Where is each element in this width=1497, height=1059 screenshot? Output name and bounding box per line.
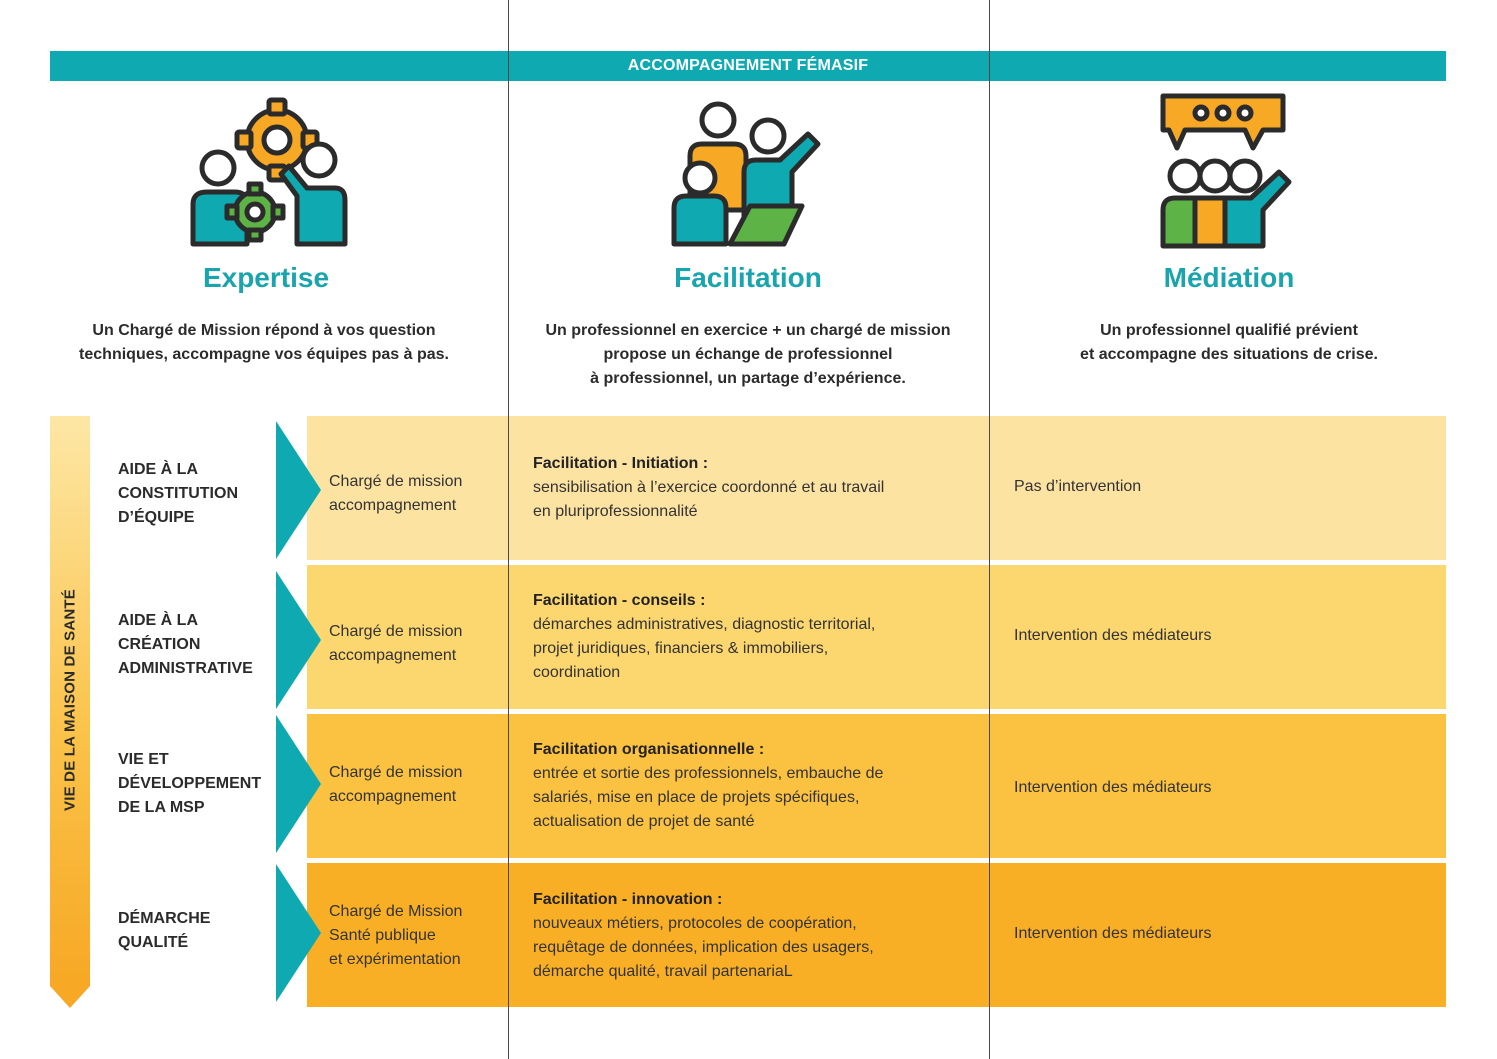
column-desc-facilitation: Un professionnel en exercice + un chargé… — [518, 319, 978, 391]
facilitation-cell: Facilitation - Initiation : sensibilisat… — [533, 452, 953, 524]
desc-line: techniques, accompagne vos équipes pas à… — [79, 346, 449, 363]
facilitation-cell: Facilitation organisationnelle : entrée … — [533, 738, 953, 834]
row-label: AIDE À LA CRÉATION ADMINISTRATIVE — [118, 609, 253, 681]
cell-line: actualisation de projet de santé — [533, 813, 755, 830]
desc-line: Un professionnel qualifié prévient — [1100, 322, 1358, 339]
row-label-line: VIE ET — [118, 751, 169, 768]
cell-line: Chargé de mission — [329, 623, 463, 640]
row-band: Chargé de mission accompagnement Facilit… — [307, 416, 1446, 560]
row-label: AIDE À LA CONSTITUTION D’ÉQUIPE — [118, 458, 238, 530]
expertise-cell: Chargé de mission accompagnement — [329, 620, 462, 668]
row-label-line: CRÉATION — [118, 636, 201, 653]
chevron-right-icon — [276, 864, 321, 1002]
desc-line: à professionnel, un partage d’expérience… — [590, 370, 906, 387]
mediation-cell: Intervention des médiateurs — [1014, 779, 1212, 796]
row-label-line: DÉMARCHE — [118, 910, 211, 927]
facilitation-title: Facilitation - conseils : — [533, 592, 706, 609]
side-down-arrow-icon — [50, 986, 90, 1008]
row-band: Chargé de Mission Santé publique et expé… — [307, 863, 1446, 1007]
mediation-cell: Intervention des médiateurs — [1014, 627, 1212, 644]
facilitation-people-laptop-icon — [668, 100, 828, 250]
row-band: Chargé de mission accompagnement Facilit… — [307, 714, 1446, 858]
chevron-right-icon — [276, 715, 321, 853]
cell-line: accompagnement — [329, 647, 457, 664]
column-desc-mediation: Un professionnel qualifié prévient et ac… — [999, 319, 1459, 367]
side-gradient-bar — [50, 416, 90, 986]
cell-line: Santé publique — [329, 927, 436, 944]
row-label-line: QUALITÉ — [118, 934, 189, 951]
cell-line: coordination — [533, 664, 621, 681]
row-label: DÉMARCHE QUALITÉ — [118, 907, 210, 955]
column-title-facilitation: Facilitation — [674, 262, 822, 293]
facilitation-cell: Facilitation - innovation : nouveaux mét… — [533, 888, 953, 984]
cell-line: et expérimentation — [329, 951, 461, 968]
mediation-speech-bubble-group-icon — [1155, 92, 1305, 252]
cell-line: accompagnement — [329, 497, 457, 514]
column-desc-expertise: Un Chargé de Mission répond à vos questi… — [34, 319, 494, 367]
expertise-cell: Chargé de mission accompagnement — [329, 761, 462, 809]
column-divider-1-overlay — [508, 0, 509, 1059]
cell-line: entrée et sortie des professionnels, emb… — [533, 765, 884, 782]
cell-line: sensibilisation à l’exercice coordonné e… — [533, 479, 885, 496]
row-label-line: D’ÉQUIPE — [118, 509, 195, 526]
row-band: Chargé de mission accompagnement Facilit… — [307, 565, 1446, 709]
cell-line: Chargé de Mission — [329, 903, 463, 920]
cell-line: démarche qualité, travail partenariaL — [533, 963, 793, 980]
cell-line: Chargé de mission — [329, 473, 463, 490]
facilitation-title: Facilitation organisationnelle : — [533, 741, 765, 758]
cell-line: requêtage de données, implication des us… — [533, 939, 874, 956]
desc-line: et accompagne des situations de crise. — [1080, 346, 1378, 363]
cell-line: accompagnement — [329, 788, 457, 805]
cell-line: en pluriprofessionnalité — [533, 503, 698, 520]
column-divider-2-overlay — [989, 0, 990, 1059]
row-label-line: AIDE À LA — [118, 612, 198, 629]
cell-line: démarches administratives, diagnostic te… — [533, 616, 876, 633]
expertise-cell: Chargé de mission accompagnement — [329, 470, 462, 518]
column-title-expertise: Expertise — [202, 262, 330, 293]
row-label: VIE ET DÉVELOPPEMENT DE LA MSP — [118, 748, 261, 820]
row-label-line: CONSTITUTION — [118, 485, 238, 502]
expertise-cell: Chargé de Mission Santé publique et expé… — [329, 900, 462, 972]
column-title-mediation: Médiation — [1163, 262, 1295, 293]
row-label-line: DE LA MSP — [118, 799, 205, 816]
facilitation-cell: Facilitation - conseils : démarches admi… — [533, 589, 953, 685]
cell-line: Chargé de mission — [329, 764, 463, 781]
cell-line: nouveaux métiers, protocoles de coopérat… — [533, 915, 857, 932]
expertise-gears-people-icon — [185, 96, 350, 251]
row-label-line: ADMINISTRATIVE — [118, 660, 253, 677]
desc-line: propose un échange de professionnel — [603, 346, 893, 363]
chevron-right-icon — [276, 421, 321, 559]
mediation-cell: Pas d’intervention — [1014, 478, 1142, 495]
desc-line: Un Chargé de Mission répond à vos questi… — [92, 322, 436, 339]
chevron-right-icon — [276, 571, 321, 709]
side-label: VIE DE LA MAISON DE SANTÉ — [61, 589, 79, 811]
facilitation-title: Facilitation - innovation : — [533, 891, 723, 908]
desc-line: Un professionnel en exercice + un chargé… — [545, 322, 951, 339]
cell-line: projet juridiques, financiers & immobili… — [533, 640, 829, 657]
mediation-cell: Intervention des médiateurs — [1014, 925, 1212, 942]
cell-line: salariés, mise en place de projets spéci… — [533, 789, 860, 806]
row-label-line: AIDE À LA — [118, 461, 198, 478]
row-label-line: DÉVELOPPEMENT — [118, 775, 262, 792]
facilitation-title: Facilitation - Initiation : — [533, 455, 709, 472]
page-banner: ACCOMPAGNEMENT FÉMASIF — [50, 51, 1446, 81]
